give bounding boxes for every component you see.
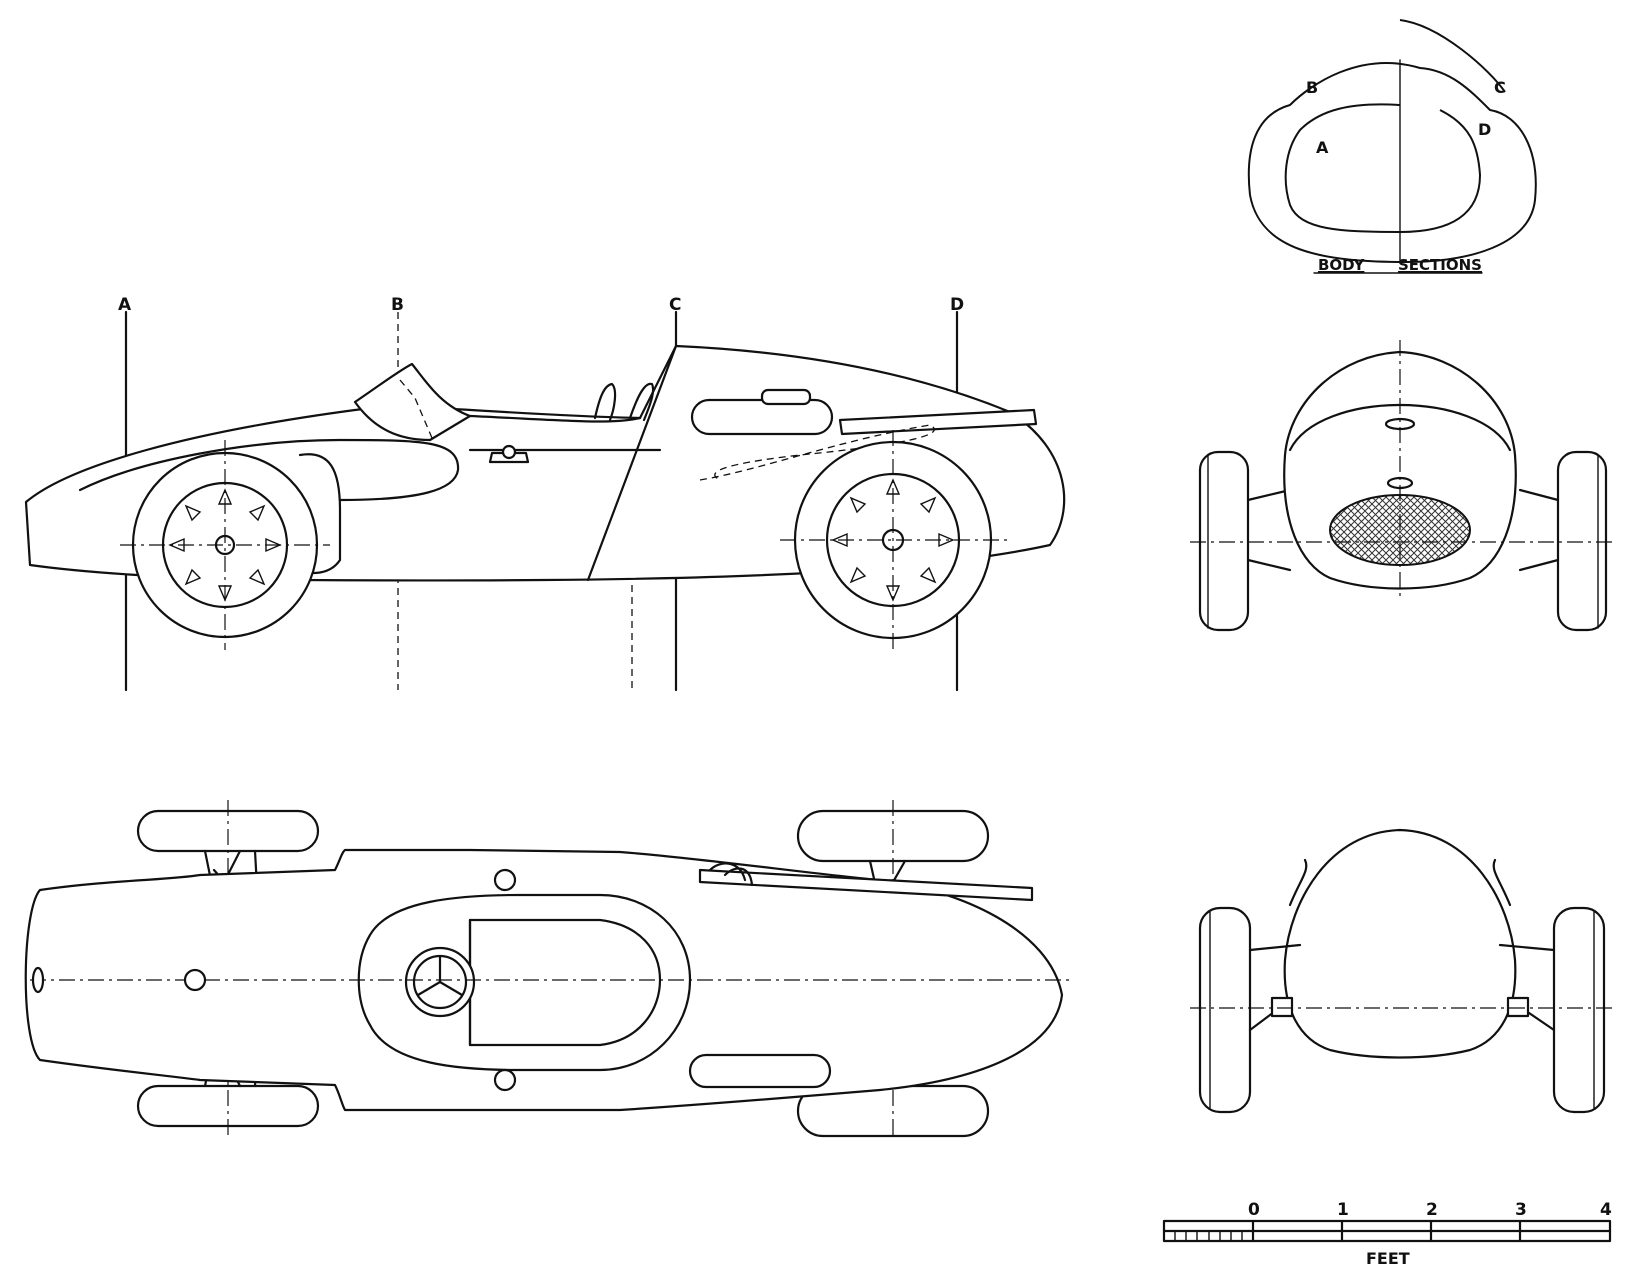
marker-d: D — [950, 295, 964, 315]
marker-b: B — [391, 295, 404, 315]
scale-tick-3: 3 — [1515, 1200, 1527, 1220]
side-view: A B C D — [24, 295, 1066, 692]
rear-view-wheel-left — [1198, 906, 1252, 1114]
section-outline-c-top — [1399, 19, 1506, 93]
body-sections-title-right: SECTIONS — [1398, 256, 1482, 274]
scale-bar: 0 1 2 3 4 FEET — [1162, 1200, 1612, 1268]
rear-view-wheel-right — [1552, 906, 1606, 1114]
rear-view-hub-right — [1506, 996, 1530, 1018]
side-rear-panel-line — [586, 344, 678, 582]
plan-cockpit-surround — [357, 893, 692, 1072]
side-front-wheel — [120, 440, 330, 650]
section-label-b: B — [1306, 78, 1318, 97]
side-scoop-lip — [760, 388, 812, 406]
section-label-d: D — [1478, 120, 1491, 139]
marker-a: A — [118, 295, 132, 315]
front-view — [1190, 340, 1615, 632]
plan-front-cap — [183, 968, 207, 992]
scale-tick-2: 2 — [1426, 1200, 1438, 1220]
body-sections-view: B C A D BODY SECTIONS — [1247, 19, 1537, 274]
section-outline-b-c — [1247, 62, 1537, 264]
scale-tick-0: 0 — [1248, 1200, 1260, 1220]
plan-cap-upper — [493, 868, 517, 892]
side-rear-wheel — [780, 430, 1010, 650]
rear-view-shocks — [1288, 858, 1512, 907]
plan-steering-spokes — [416, 954, 464, 997]
scale-tick-4: 4 — [1600, 1200, 1612, 1220]
plan-roll-hoops — [708, 862, 754, 887]
front-view-wheel-right — [1556, 450, 1608, 632]
plan-nose-badge — [31, 966, 45, 994]
rear-view-links — [1248, 943, 1556, 1032]
marker-c: C — [669, 295, 681, 315]
plan-exhaust-pipe — [698, 868, 1034, 902]
rear-view-body — [1283, 828, 1517, 1059]
side-air-scoop — [690, 398, 834, 436]
rear-view — [1190, 828, 1615, 1114]
side-nose-line — [78, 438, 460, 502]
plan-air-scoop — [688, 1053, 832, 1089]
side-windscreen — [353, 362, 472, 442]
side-windscreen-frame — [399, 379, 433, 439]
side-seat-hoop-2 — [628, 382, 655, 422]
body-sections-title-left: BODY — [1318, 256, 1366, 274]
section-label-a: A — [1316, 138, 1329, 157]
scale-tick-1: 1 — [1337, 1200, 1349, 1220]
plan-cap-lower — [493, 1068, 517, 1092]
plan-view — [24, 800, 1070, 1140]
side-exhaust-pipe — [838, 408, 1038, 436]
front-view-wishbones — [1246, 488, 1560, 572]
section-outline-a-d — [1284, 103, 1482, 234]
side-seat-hoop-1 — [593, 382, 617, 422]
scale-unit: FEET — [1366, 1249, 1410, 1268]
section-label-c: C — [1494, 78, 1506, 97]
side-engine-hidden — [699, 424, 935, 481]
rear-view-hub-left — [1270, 996, 1294, 1018]
front-view-wheel-left — [1198, 450, 1250, 632]
side-filler-knob — [501, 444, 517, 460]
side-cockpit-rim — [468, 414, 642, 423]
